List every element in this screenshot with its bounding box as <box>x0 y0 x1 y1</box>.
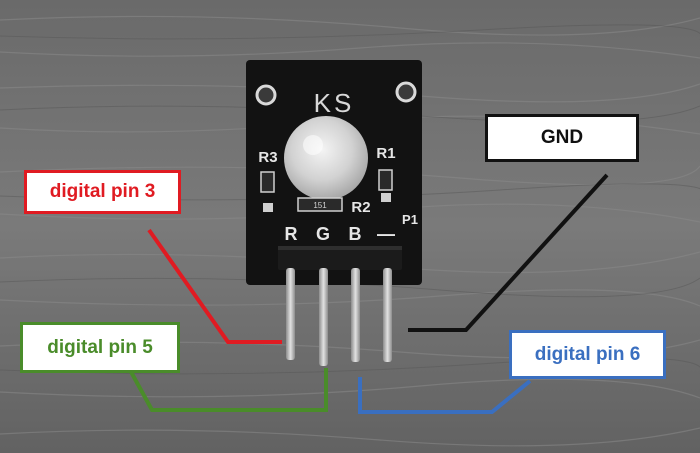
header-pin-r <box>286 268 295 360</box>
resistor-r3 <box>260 171 275 193</box>
mounting-hole <box>395 81 417 103</box>
resistor-label-r3: R3 <box>258 149 277 166</box>
resistor-label-r2: R2 <box>351 199 370 216</box>
digital-pin-3-label: digital pin 3 <box>24 170 181 214</box>
resistor-label-r1: R1 <box>376 145 395 162</box>
resistor-code: 151 <box>313 201 327 210</box>
red-pin-leader-line <box>147 228 282 344</box>
header-pin-b <box>351 268 360 362</box>
board-title: KS <box>314 88 355 118</box>
blue-pin-leader-line <box>358 377 532 414</box>
resistor-r2 <box>297 197 343 212</box>
pin-header-block <box>278 246 402 270</box>
gnd-label: GND <box>485 114 639 162</box>
digital-pin-5-label: digital pin 5 <box>20 322 180 373</box>
green-pin-leader-line <box>128 368 328 412</box>
mounting-hole <box>255 84 277 106</box>
solder-pad <box>263 203 273 212</box>
pin-letter-b: B <box>349 224 362 244</box>
led-highlight <box>303 135 323 155</box>
digital-pin-6-label: digital pin 6 <box>509 330 666 379</box>
pin-letter-g: G <box>316 224 330 244</box>
header-pin-g <box>319 268 328 366</box>
gnd-leader-line <box>408 173 609 332</box>
pin-header-name: P1 <box>402 212 418 227</box>
resistor-r1 <box>378 169 393 191</box>
pin-letter-gnd: — <box>377 224 395 244</box>
solder-pad <box>381 193 391 202</box>
header-pin-gnd <box>383 268 392 362</box>
rgb-led <box>284 116 368 200</box>
pin-letter-r: R <box>285 224 298 244</box>
